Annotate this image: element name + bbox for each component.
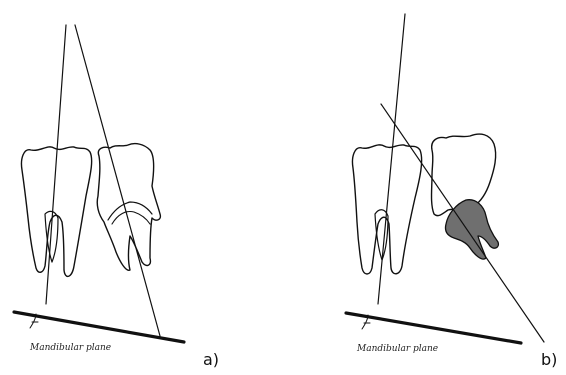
crown-detail-a2 xyxy=(112,212,150,225)
third-molar-a xyxy=(97,144,160,271)
impacted-crown-b xyxy=(445,200,498,259)
second-molar-a xyxy=(21,147,91,277)
axis-line-second-molar-a xyxy=(46,25,66,304)
panel-label-a: a) xyxy=(203,350,219,369)
axis-line-third-molar-a xyxy=(75,25,160,336)
mandibular-plane-label-b: Mandibular plane xyxy=(357,344,438,354)
mandibular-plane-b xyxy=(346,313,521,343)
panel-label-b: b) xyxy=(541,350,557,369)
mandibular-plane-label-a: Mandibular plane xyxy=(30,343,111,353)
axis-line-third-molar-b xyxy=(381,104,544,342)
panel-b xyxy=(346,14,544,343)
panel-a xyxy=(14,25,184,342)
axis-line-second-molar-b xyxy=(378,14,405,304)
mandibular-plane-a xyxy=(14,312,184,342)
